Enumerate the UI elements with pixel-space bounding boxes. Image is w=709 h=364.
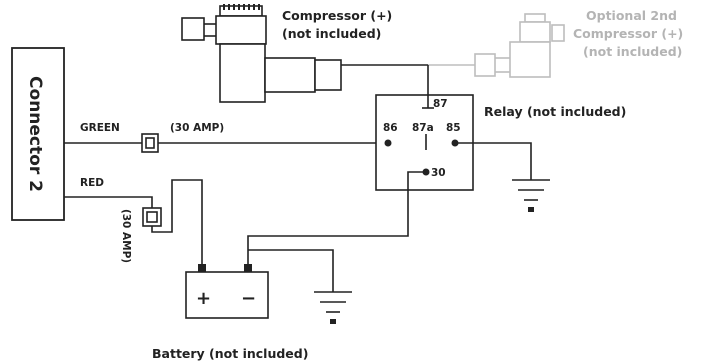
green-fuse-rating: (30 AMP): [170, 122, 224, 134]
relay-pin-30: 30: [431, 167, 446, 179]
compressor-graphic: [181, 4, 428, 103]
relay-pin-86: 86: [383, 122, 398, 134]
battery-graphic: [185, 249, 334, 319]
battery-label: Battery (not included): [152, 346, 308, 361]
red-wire-label: RED: [80, 177, 104, 189]
optional-compressor-graphic: [428, 13, 565, 78]
red-fuse-rating: (30 AMP): [120, 209, 132, 263]
green-fuse: [141, 133, 159, 153]
red-fuse: [142, 207, 162, 227]
relay-pin-85: 85: [446, 122, 461, 134]
relay-internal-wiring: [247, 65, 532, 268]
connector-2-label: Connector 2: [25, 76, 45, 192]
battery-minus-sign: −: [241, 288, 256, 309]
optional-compressor-label-line2: Compressor (+): [573, 26, 683, 41]
relay-label: Relay (not included): [484, 104, 626, 119]
compressor-label-line1: Compressor (+): [282, 8, 392, 23]
relay-pin-87a: 87a: [412, 122, 434, 134]
battery-plus-sign: +: [196, 288, 211, 309]
optional-compressor-label-line3: (not included): [583, 44, 682, 59]
relay-pin-87: 87: [433, 98, 448, 110]
compressor-label-line2: (not included): [282, 26, 381, 41]
red-wire: [64, 179, 203, 268]
connector-2-box: [11, 47, 65, 221]
relay-ground-symbol: [512, 179, 550, 212]
green-wire-label: GREEN: [80, 122, 120, 134]
optional-compressor-label-line1: Optional 2nd: [586, 8, 677, 23]
battery-ground-symbol: [314, 291, 352, 324]
